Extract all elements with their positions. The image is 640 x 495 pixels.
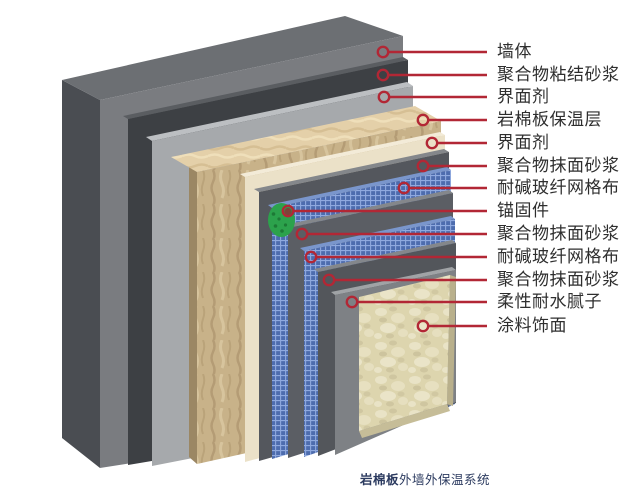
callout-dot-8	[295, 227, 309, 241]
callout-dot-11	[345, 295, 359, 309]
interface2-top-face	[240, 132, 445, 177]
callout-dot-10	[322, 273, 336, 287]
anchor-dot	[277, 217, 281, 221]
mortar1-top-face	[254, 149, 449, 192]
diagram-caption: 岩棉板外墙外保温系统	[360, 469, 490, 488]
wall-side-face	[62, 80, 100, 468]
callout-dot-7	[281, 204, 295, 218]
anchor-dot	[273, 224, 278, 228]
anchor-fixing	[268, 203, 295, 237]
callout-lines	[281, 45, 487, 333]
callout-dot-4	[425, 136, 439, 150]
anchor-dot	[280, 229, 284, 233]
rockwool-side-face	[189, 166, 197, 464]
mortar2-top-face	[284, 190, 453, 228]
bonding-mortar-top-face	[123, 57, 408, 119]
callout-dot-5	[416, 159, 430, 173]
render-front-face	[359, 275, 450, 431]
caption-rest: 外墙外保温系统	[399, 473, 491, 487]
render-bottom-side-face	[359, 404, 450, 438]
caption-bold: 岩棉板	[360, 473, 400, 487]
callout-dot-1	[376, 68, 390, 82]
callout-dot-6	[397, 181, 411, 195]
interface1-top-face	[146, 82, 413, 141]
callout-dot-12	[416, 319, 430, 333]
mesh1-top-face	[268, 167, 451, 208]
anchor-dot	[271, 212, 276, 216]
callout-dot-0	[376, 45, 390, 59]
anchor-pin	[284, 207, 292, 216]
callout-dot-2	[377, 90, 391, 104]
wall-top-face	[62, 16, 403, 100]
callout-dot-3	[416, 113, 430, 127]
callout-dot-9	[304, 250, 318, 264]
render-right-side-face	[447, 275, 456, 406]
rockwool-top-face	[171, 106, 441, 172]
anchor-dot	[283, 223, 288, 227]
